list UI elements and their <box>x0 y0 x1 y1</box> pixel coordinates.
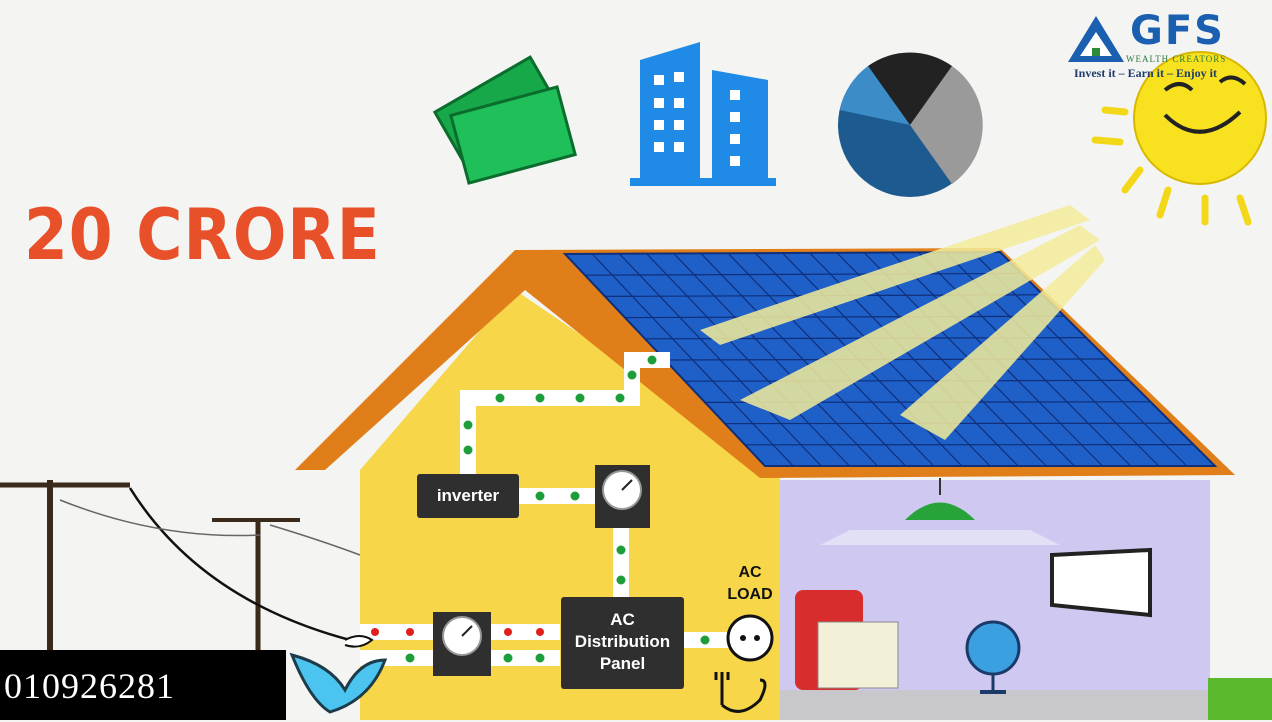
money-icon <box>435 57 575 183</box>
logo-subtitle: WEALTH CREATORS <box>1126 54 1226 64</box>
green-arrow <box>648 356 657 365</box>
ac-load-line: AC <box>722 562 778 584</box>
ac-distribution-panel: AC Distribution Panel <box>561 597 684 689</box>
ac-panel-line: Panel <box>561 653 684 675</box>
green-arrow <box>406 654 415 663</box>
ac-panel-line: Distribution <box>561 631 684 653</box>
green-arrow <box>617 546 626 555</box>
meter-icon <box>595 465 650 528</box>
green-arrow <box>616 394 625 403</box>
green-arrow <box>536 492 545 501</box>
room-floor <box>780 690 1210 720</box>
ac-panel-line: AC <box>561 609 684 631</box>
green-arrow <box>571 492 580 501</box>
gfs-logo: GFS WEALTH CREATORS Invest it – Earn it … <box>1068 12 1268 84</box>
green-arrow <box>628 371 637 380</box>
meter-icon <box>433 612 491 676</box>
green-arrow <box>701 636 710 645</box>
logo-tagline: Invest it – Earn it – Enjoy it <box>1074 66 1217 81</box>
power-lines <box>0 480 360 650</box>
logo-name: GFS <box>1130 8 1225 54</box>
green-arrow <box>504 654 513 663</box>
ac-load-label: AC LOAD <box>722 562 778 606</box>
green-arrow <box>576 394 585 403</box>
green-arrow <box>536 394 545 403</box>
grass <box>1208 678 1272 720</box>
headline: 20 CRORE <box>24 194 381 276</box>
green-arrow <box>496 394 505 403</box>
green-arrow <box>617 576 626 585</box>
green-arrow <box>536 654 545 663</box>
inverter-box: inverter <box>417 474 519 518</box>
green-arrow <box>464 446 473 455</box>
green-arrow <box>464 421 473 430</box>
ac-load-line: LOAD <box>722 584 778 606</box>
tv-icon <box>1052 550 1150 615</box>
building-icon <box>630 42 776 186</box>
pie-chart-icon <box>838 52 983 197</box>
phone-number-caption: 010926281 <box>0 650 286 720</box>
panel-cell-line <box>685 380 1129 381</box>
socket-icon <box>728 616 772 660</box>
